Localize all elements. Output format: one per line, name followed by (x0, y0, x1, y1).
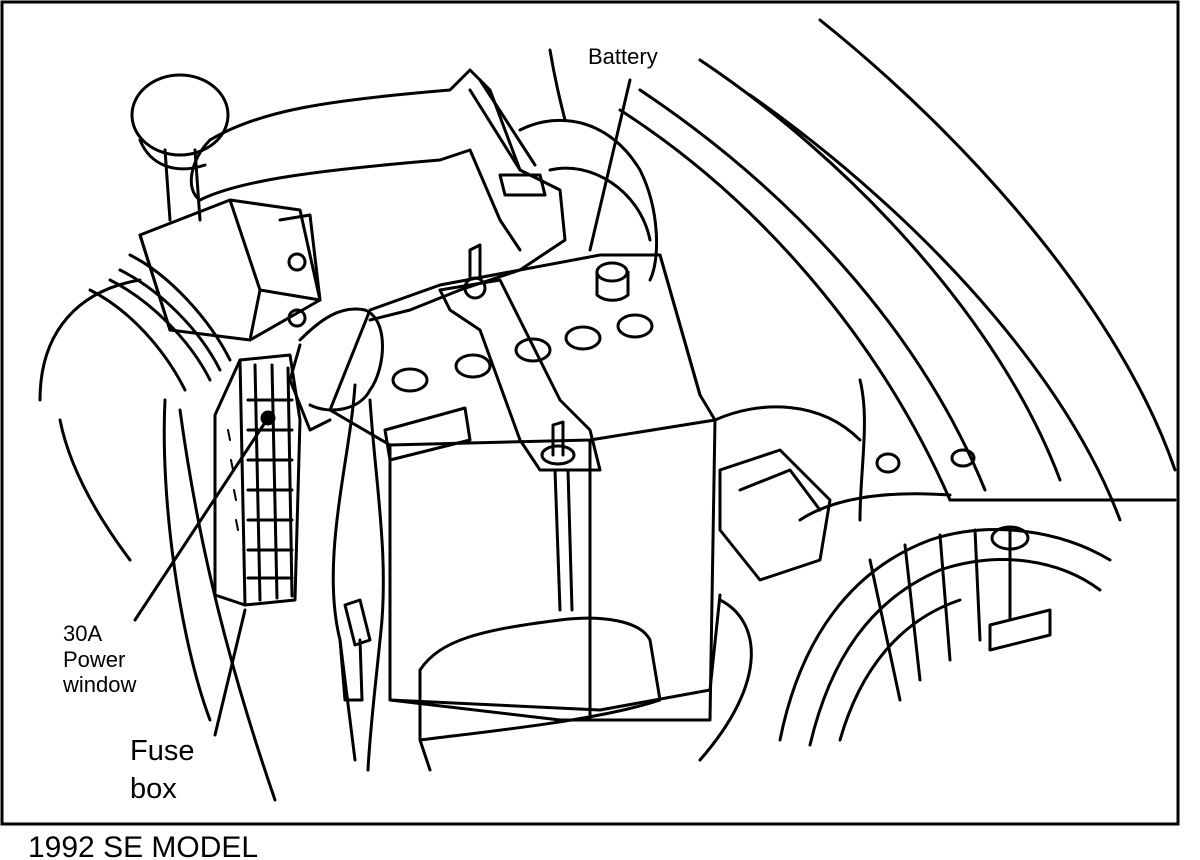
throttle-body (138, 198, 322, 342)
fender-edge (618, 18, 1177, 522)
side-duct (698, 405, 862, 762)
power-window-fuse-leader (133, 416, 270, 622)
fuse-30a-label-line1: 30A (63, 621, 102, 646)
battery-leader (588, 78, 632, 252)
battery-label: Battery (588, 44, 658, 69)
battery-cable (288, 307, 385, 772)
fuse-box (213, 353, 302, 607)
washer-reservoir (418, 616, 662, 772)
headlight-housing (778, 378, 1112, 747)
fender-lower-line (178, 408, 277, 802)
model-caption: 1992 SE MODEL (28, 831, 258, 860)
intake-hose (518, 48, 658, 282)
fuse-box-label-line2: box (130, 773, 177, 805)
air-cleaner-duct (189, 68, 567, 322)
fuse-30a-label-line2: Power (63, 647, 125, 672)
battery (328, 243, 722, 722)
leader-lines (133, 78, 632, 802)
filler-cap (130, 73, 230, 222)
intake-tube (38, 253, 232, 722)
fuse-30a-label-line3: window (62, 672, 136, 697)
fuse-box-leader (213, 608, 247, 737)
fuse-box-label-line1: Fuse (130, 735, 194, 767)
